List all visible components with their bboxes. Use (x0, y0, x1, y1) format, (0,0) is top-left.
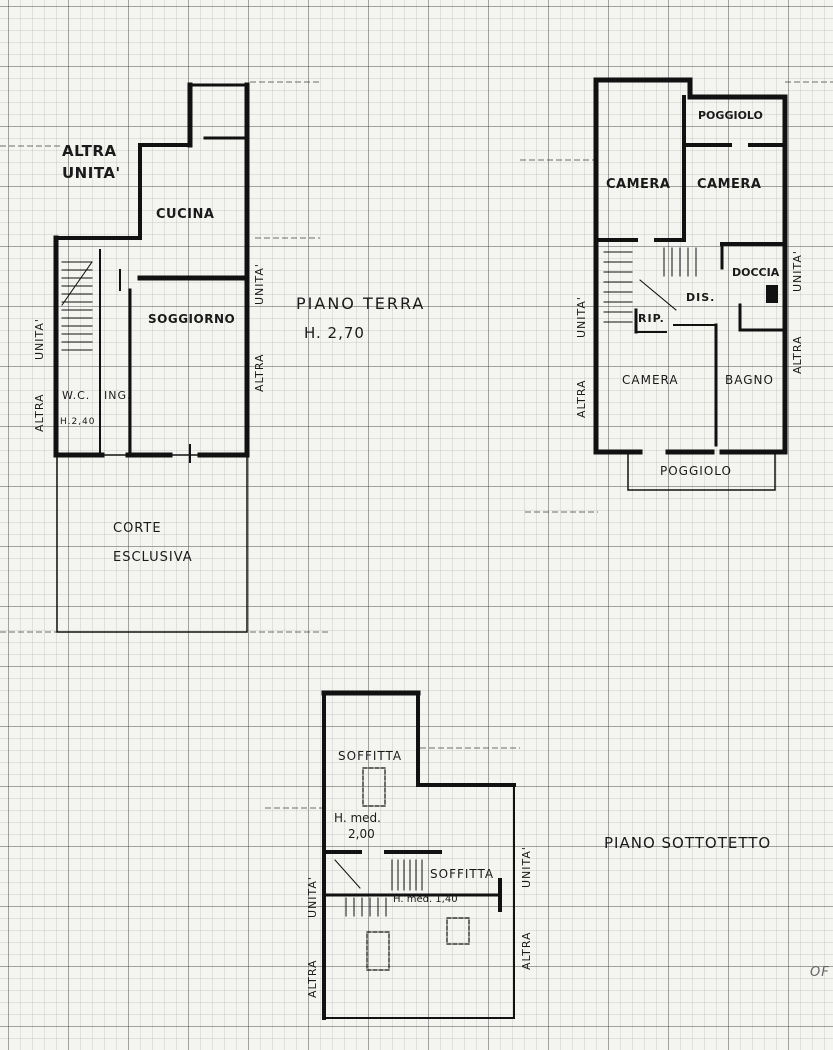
soggiorno-label: SOGGIORNO (148, 312, 236, 326)
altra-unita-top-label: ALTRA UNITA' (62, 142, 121, 182)
corte-label: CORTE (113, 521, 162, 536)
dis-label: DIS. (686, 291, 716, 304)
attic-left-unita-label: UNITA' (306, 876, 319, 918)
ground-floor-plan (53, 82, 250, 633)
ground-right-unita-label: UNITA' (253, 263, 266, 305)
camera-3-label: CAMERA (622, 373, 679, 387)
corte-outline (56, 454, 248, 633)
doccia-label: DOCCIA (732, 266, 780, 279)
corner-fragment-label: OF (810, 965, 830, 980)
soffitta-2-label: SOFFITTA (430, 867, 495, 881)
soffitta-1-label: SOFFITTA (338, 749, 403, 763)
ingresso-label: ING. (104, 389, 132, 402)
wc-height-label: H.2,40 (60, 417, 96, 427)
wc-label: W.C. (62, 389, 91, 402)
attic-floor-plan (321, 690, 516, 1020)
soffitta-2-height-label: H. med. 1,40 (393, 894, 458, 905)
poggiolo-bottom-label: POGGIOLO (660, 464, 732, 478)
attic-left-altra-label: ALTRA (306, 959, 319, 998)
poggiolo-bottom-outline (627, 454, 776, 491)
piano-terra-title: PIANO TERRA (296, 294, 426, 313)
bagno-label: BAGNO (725, 373, 774, 387)
first-left-unita-label: UNITA' (575, 296, 588, 338)
soffitta-1-height-label: H. med. (334, 811, 381, 825)
attic-right-altra-label: ALTRA (520, 931, 533, 970)
rip-label: RIP. (638, 312, 665, 325)
ground-right-altra-label: ALTRA (253, 353, 266, 392)
ground-left-altra-label: ALTRA (33, 393, 46, 432)
first-left-altra-label: ALTRA (575, 379, 588, 418)
dashed-guides (0, 81, 833, 809)
attic-right-unita-label: UNITA' (520, 846, 533, 888)
first-right-unita-label: UNITA' (791, 250, 804, 292)
camera-1-label: CAMERA (606, 177, 671, 192)
cucina-label: CUCINA (156, 207, 215, 222)
piano-sottotetto-title: PIANO SOTTOTETTO (604, 834, 772, 852)
ground-left-unita-label: UNITA' (33, 318, 46, 360)
esclusiva-label: ESCLUSIVA (113, 550, 193, 565)
soffitta-1-height-value: 2,00 (348, 827, 375, 841)
first-floor-plan (593, 77, 788, 491)
first-right-altra-label: ALTRA (791, 335, 804, 374)
poggiolo-top-label: POGGIOLO (698, 109, 763, 122)
camera-2-label: CAMERA (697, 177, 762, 192)
piano-terra-height: H. 2,70 (304, 324, 365, 342)
